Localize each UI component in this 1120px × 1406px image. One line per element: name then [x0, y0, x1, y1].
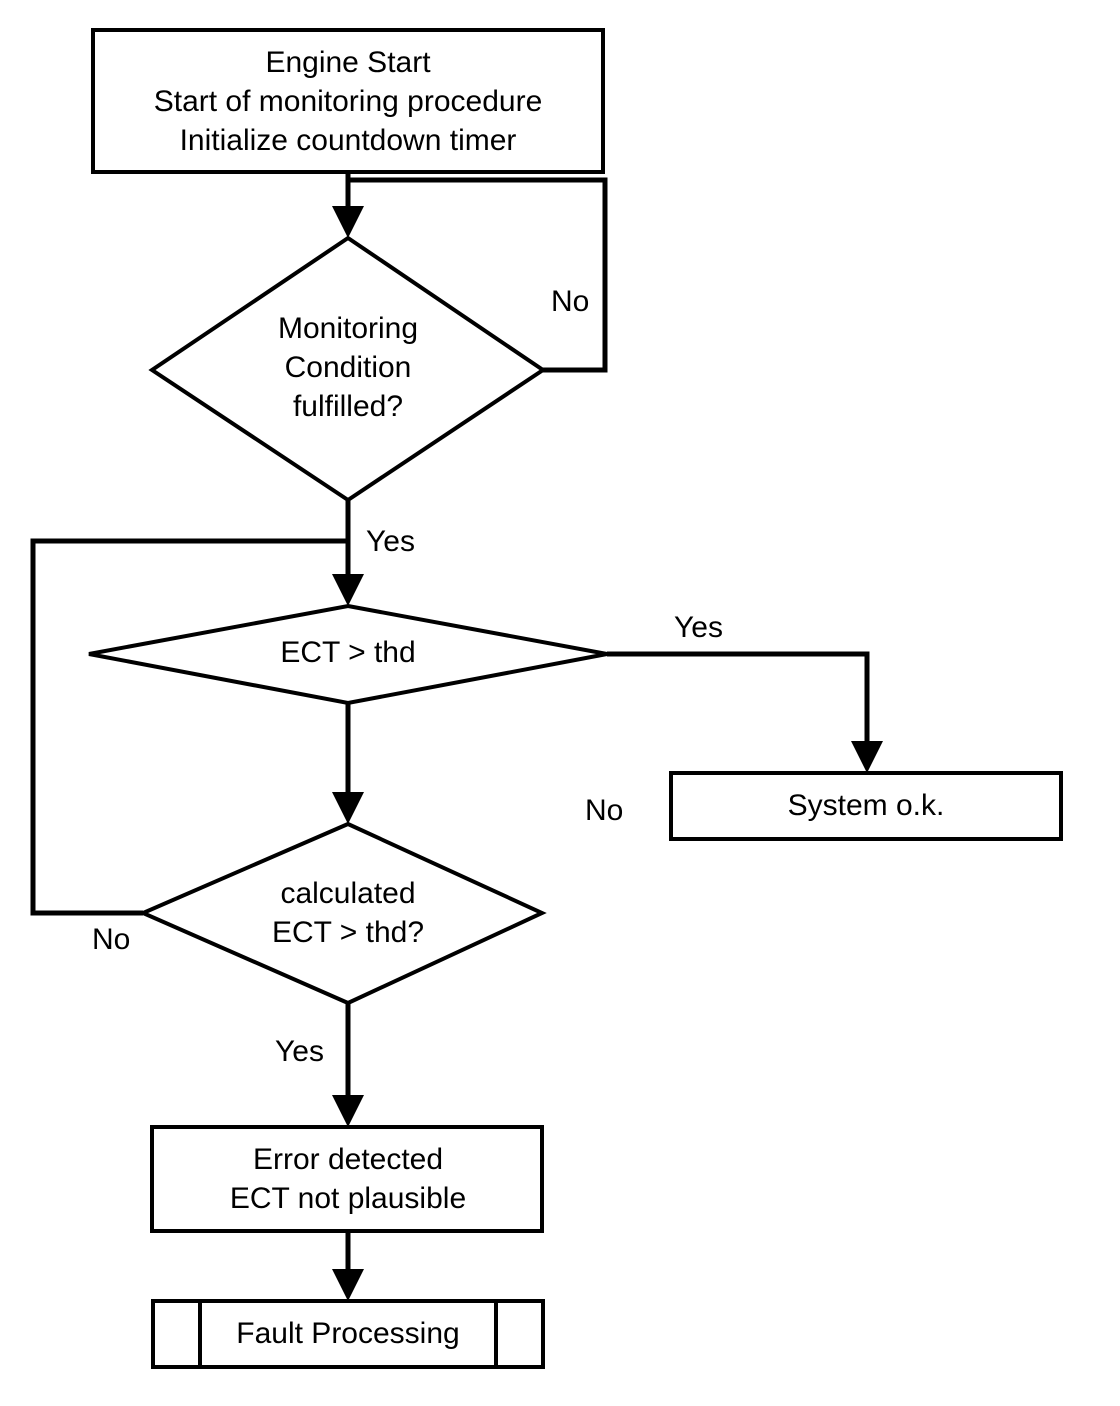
monitoring-condition-line-1: Monitoring — [278, 312, 418, 345]
arrow-head-down-to-system-ok — [851, 741, 883, 773]
calculated-ect-diamond — [138, 821, 547, 1006]
node-calculated-ect-gt-thd: calculated ECT > thd? — [138, 821, 547, 1006]
monitoring-condition-line-3: fulfilled? — [293, 390, 403, 423]
fault-processing-box — [151, 1299, 545, 1369]
node-system-ok: System o.k. — [669, 771, 1063, 841]
fault-processing-label: Fault Processing — [236, 1317, 459, 1350]
node-engine-start: Engine Start Start of monitoring procedu… — [91, 28, 605, 174]
connector-ect-no-to-calculated — [332, 703, 364, 824]
edge-label-monitoring-yes: Yes — [366, 525, 415, 558]
connector-calculated-yes-to-error — [332, 1003, 364, 1127]
edge-label-calculated-no: No — [92, 923, 130, 956]
engine-start-line-1: Engine Start — [265, 46, 431, 79]
arrow-head-down-to-monitoring — [332, 206, 364, 238]
monitoring-condition-line-2: Condition — [285, 351, 412, 384]
edge-label-ect-no: No — [585, 794, 623, 827]
connector-error-to-fault-processing — [332, 1231, 364, 1301]
node-fault-processing: Fault Processing — [151, 1299, 545, 1369]
connector-monitoring-no-loopback — [348, 177, 608, 373]
arrow-head-down-to-ect — [332, 574, 364, 606]
error-detected-line-2: ECT not plausible — [230, 1182, 466, 1215]
calculated-ect-line-2: ECT > thd? — [272, 916, 424, 949]
arrow-head-down-to-fault-processing — [332, 1269, 364, 1301]
edge-label-monitoring-no: No — [551, 285, 589, 318]
arrow-head-down-to-calculated — [332, 792, 364, 824]
node-error-detected: Error detected ECT not plausible — [150, 1125, 544, 1233]
engine-start-line-2: Start of monitoring procedure — [154, 85, 543, 118]
arrow-head-down-to-error — [332, 1095, 364, 1127]
connector-calculated-no-loopback — [30, 538, 348, 916]
edge-label-ect-yes: Yes — [674, 611, 723, 644]
edge-label-calculated-yes: Yes — [275, 1035, 324, 1068]
error-detected-box — [150, 1125, 544, 1233]
system-ok-box — [669, 771, 1063, 841]
connector-monitoring-yes-to-ect — [332, 500, 364, 606]
error-detected-line-1: Error detected — [253, 1143, 443, 1176]
system-ok-label: System o.k. — [788, 789, 945, 822]
node-ect-gt-thd: ECT > thd — [88, 603, 608, 706]
connector-ect-yes-to-system-ok — [607, 651, 883, 773]
ect-gt-thd-line-1: ECT > thd — [280, 636, 415, 669]
engine-start-line-3: Initialize countdown timer — [180, 124, 517, 157]
node-monitoring-condition: Monitoring Condition fulfilled? — [148, 235, 547, 503]
calculated-ect-line-1: calculated — [280, 877, 415, 910]
engine-start-box — [91, 28, 605, 174]
